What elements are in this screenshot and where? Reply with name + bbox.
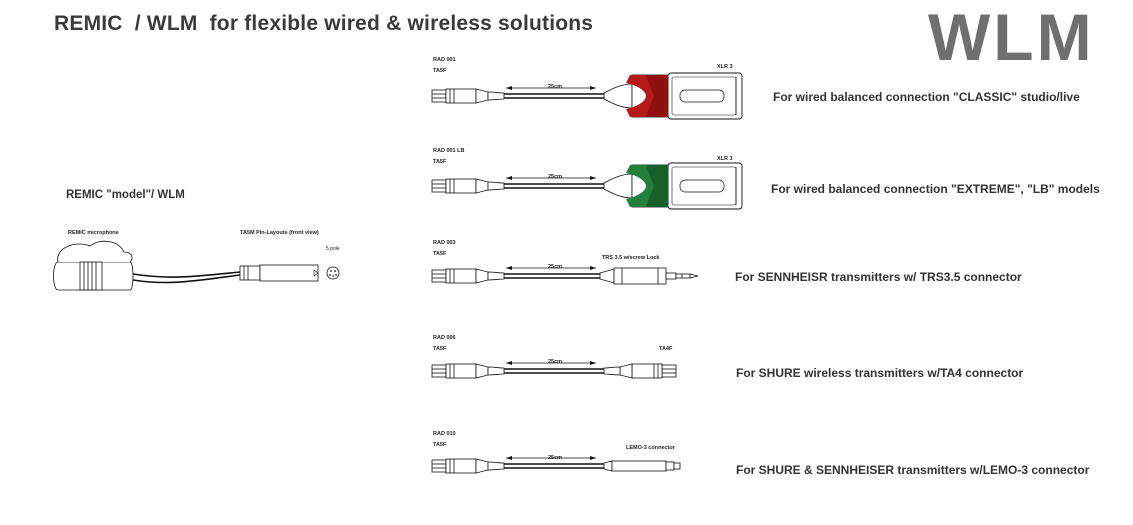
mic-label: REMIC microphone	[68, 230, 119, 236]
cable-3-length: 25cm	[547, 264, 564, 270]
cable-3-drawing	[431, 265, 699, 285]
pin-note: 5 pole	[326, 246, 340, 252]
cable-2-left-connector: TA5F	[433, 159, 447, 165]
cable-1-id: RAD 001	[433, 57, 456, 63]
cable-1-left-connector: TA5F	[433, 68, 447, 74]
cable-4-length: 25cm	[547, 359, 564, 365]
cable-1-drawing	[431, 72, 743, 120]
cable-1-plug-brand: NEUTRIK	[708, 92, 731, 98]
cable-4-id: RAD 006	[433, 335, 456, 341]
cable-5-right-connector: LEMO-3 connector	[626, 445, 675, 451]
cable-1-length: 25cm	[547, 84, 564, 90]
pin-layout-label: TA5M Pin-Layouts (front view)	[240, 230, 319, 236]
cable-3-id: RAD 003	[433, 240, 456, 246]
brand-logo: WLM	[928, 0, 1095, 74]
cable-4-description: For SHURE wireless transmitters w/TA4 co…	[736, 366, 1024, 380]
cable-5-left-connector: TA5F	[433, 442, 447, 448]
page-title: REMIC / WLM for flexible wired & wireles…	[54, 12, 594, 35]
remic-microphone-drawing	[53, 240, 340, 291]
cable-2-description: For wired balanced connection "EXTREME",…	[771, 182, 1100, 196]
cable-4-right-connector: TA4F	[659, 346, 673, 352]
cable-2-id: RAD 001 LB	[433, 148, 465, 154]
cable-3-description: For SENNHEISR transmitters w/ TRS3.5 con…	[735, 270, 1022, 284]
remic-heading: REMIC "model"/ WLM	[66, 189, 185, 201]
cable-2-drawing	[431, 162, 743, 210]
cable-4-left-connector: TA5F	[433, 346, 447, 352]
cable-3-right-connector: TRS 3.5 w/screw Lock	[602, 255, 660, 261]
cable-3-left-connector: TA5F	[433, 251, 447, 257]
cable-5-description: For SHURE & SENNHEISER transmitters w/LE…	[736, 463, 1090, 477]
cable-2-plug-brand: NEUTRIK	[708, 182, 731, 188]
cable-5-id: RAD 010	[433, 431, 456, 437]
cable-1-right-connector: XLR 3	[717, 64, 733, 70]
cable-2-right-connector: XLR 3	[717, 156, 733, 162]
cable-5-length: 25cm	[547, 455, 564, 461]
cable-2-length: 25cm	[547, 174, 564, 180]
cable-1-description: For wired balanced connection "CLASSIC" …	[773, 90, 1080, 104]
